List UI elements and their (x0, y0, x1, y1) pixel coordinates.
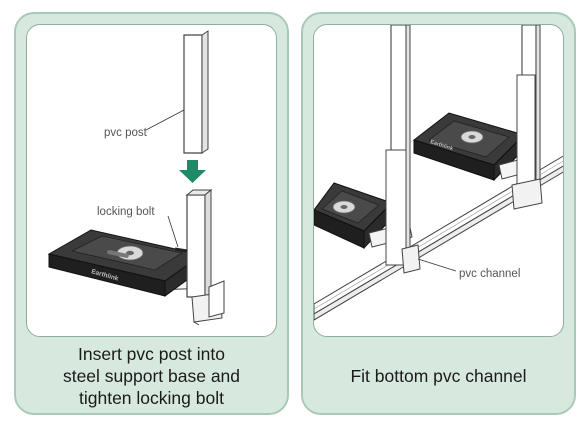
pvc-channel (314, 155, 563, 321)
pvc-post-far (511, 25, 543, 210)
callout-pvc-post: pvc post (104, 127, 148, 139)
step-caption: Fit bottom pvc channel (350, 366, 527, 386)
steel-support-base-far (412, 112, 533, 182)
steel-support-base (47, 229, 204, 297)
callout-locking-bolt: locking bolt (97, 206, 155, 218)
step-panel-insert-post: Earthlink (14, 12, 289, 415)
pvc-post (145, 30, 209, 154)
locking-bolt (167, 215, 188, 253)
pvc-post-near (385, 25, 421, 274)
arrow-down-icon (179, 160, 206, 183)
callout-pvc-channel: pvc channel (459, 268, 520, 280)
post-socket (185, 188, 225, 326)
insert-post-illustration: Earthlink (26, 24, 277, 337)
step-panel-fit-channel: Earthlink pvc channel Fit bottom pvc cha… (301, 12, 576, 415)
step-caption: Insert pvc post into steel support base … (62, 344, 241, 408)
fit-channel-illustration: Earthlink pvc channel (313, 24, 564, 337)
